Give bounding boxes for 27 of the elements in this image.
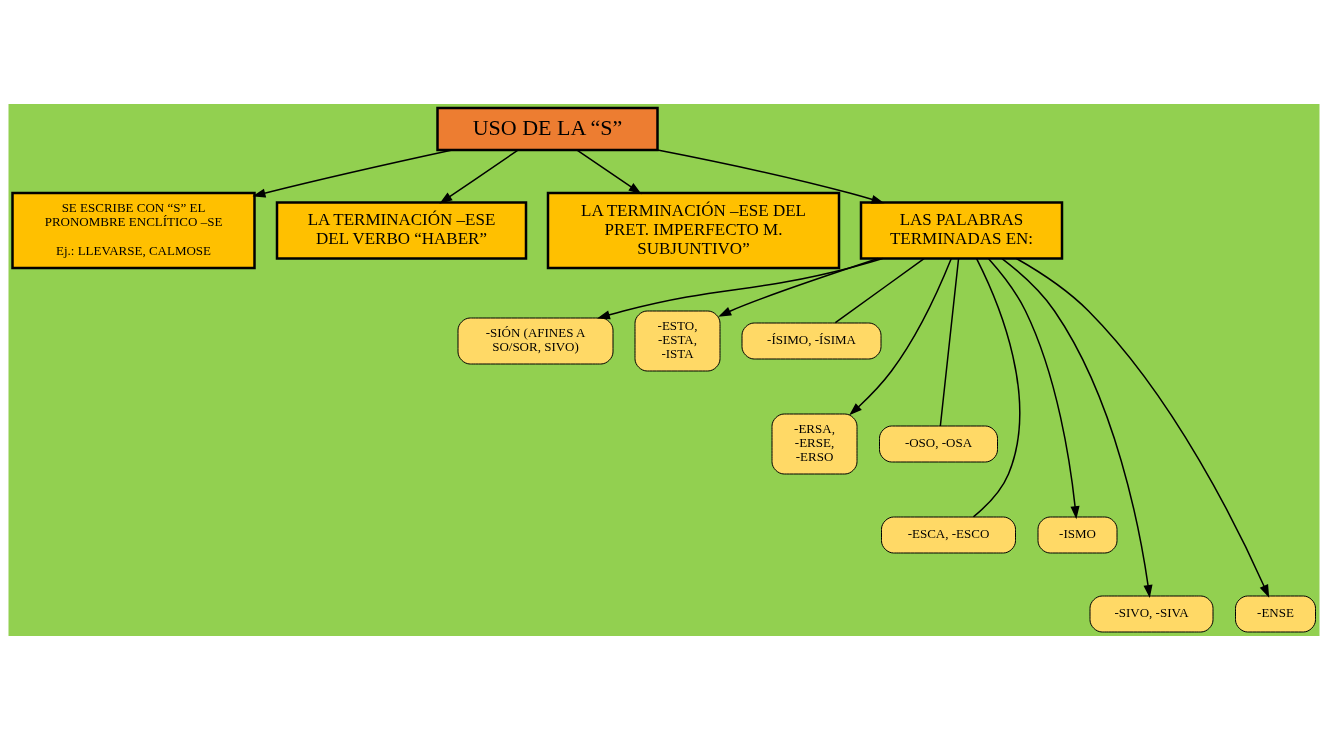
node-box: -ESTO, -ESTA, -ISTA (634, 310, 721, 372)
arrow (718, 257, 879, 317)
connector (834, 257, 925, 324)
node-box: -ESCA, -ESCO (881, 516, 1016, 554)
arrow (1001, 257, 1153, 599)
node-box: -ENSE (1235, 595, 1316, 633)
node-box: -ERSA, -ERSE, -ERSO (771, 413, 858, 475)
arrow (849, 257, 953, 416)
node-box: SE ESCRIBE CON “S” EL PRONOMBRE ENCLÍTICO –SE Ej.: LLEVARSE, CALMOSE (11, 191, 256, 270)
arrow (987, 258, 1080, 520)
node-box: LA TERMINACIÓN –ESE DEL VERBO “HABER” (275, 201, 528, 260)
node-box: USO DE LA “S” (436, 106, 659, 152)
node-box: -ÍSIMO, -ÍSIMA (741, 322, 882, 360)
connector (972, 257, 1021, 518)
node-box: -SIVO, -SIVA (1089, 595, 1214, 633)
arrow (1015, 257, 1270, 598)
node-box: -SIÓN (AFINES A SO/SOR, SIVO) (457, 317, 614, 365)
arrow (576, 149, 642, 195)
arrow (252, 149, 453, 198)
arrow (596, 257, 884, 320)
arrow (656, 149, 885, 204)
connector (939, 257, 960, 427)
node-box: LAS PALABRAS TERMINADAS EN: (859, 201, 1064, 260)
node-box: -OSO, -OSA (879, 425, 998, 463)
node-box: LA TERMINACIÓN –ESE DEL PRET. IMPERFECTO M. SUBJUNTIVO” (546, 191, 841, 270)
node-box: -ISMO (1037, 516, 1118, 554)
arrow (439, 149, 519, 204)
